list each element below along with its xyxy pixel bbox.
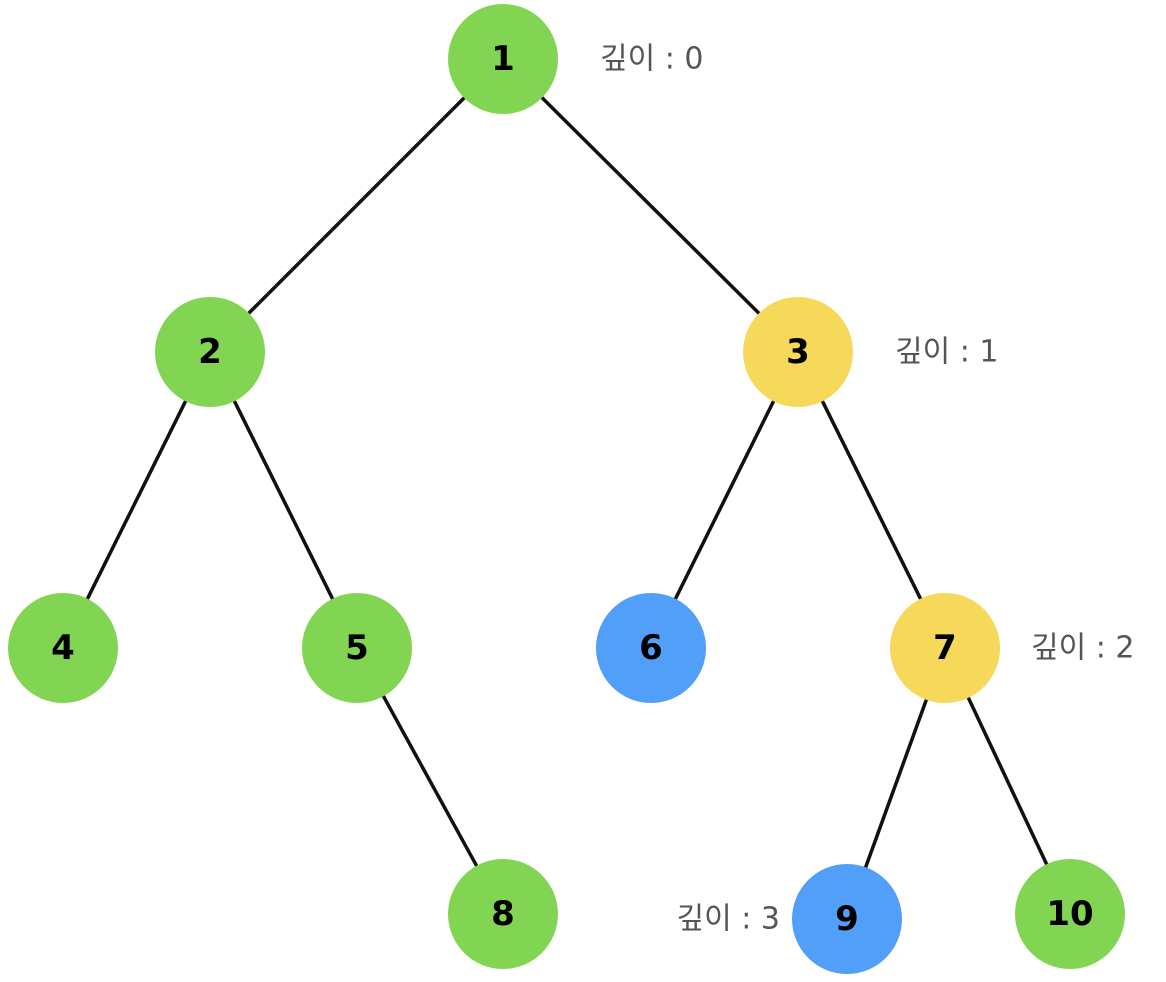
node-circle-8	[448, 859, 558, 969]
tree-node-1: 1	[448, 4, 558, 114]
tree-node-4: 4	[8, 593, 118, 703]
tree-node-8: 8	[448, 859, 558, 969]
node-circle-6	[596, 593, 706, 703]
edge-1-3	[537, 93, 764, 318]
node-circle-1	[448, 4, 558, 114]
node-circle-7	[890, 593, 1000, 703]
depth-label-3: 깊이 : 3	[677, 902, 780, 937]
edges-layer	[83, 93, 1051, 873]
node-circle-10	[1015, 859, 1125, 969]
edge-2-5	[230, 395, 337, 605]
depth-labels-layer: 깊이 : 0 깊이 : 1 깊이 : 2 깊이 : 3	[600, 42, 1134, 937]
tree-node-9: 9	[792, 864, 902, 974]
node-circle-4	[8, 593, 118, 703]
depth-label-1: 깊이 : 1	[895, 335, 998, 370]
node-circle-3	[743, 297, 853, 407]
edge-2-4	[83, 395, 190, 605]
edge-3-7	[818, 395, 925, 605]
node-label-6: 6	[639, 628, 663, 668]
node-label-10: 10	[1046, 894, 1093, 934]
node-label-8: 8	[491, 894, 515, 934]
node-label-7: 7	[933, 628, 957, 668]
edge-5-8	[379, 690, 481, 872]
node-label-9: 9	[835, 899, 859, 939]
edge-7-10	[964, 692, 1051, 870]
node-label-4: 4	[51, 628, 75, 668]
tree-node-6: 6	[596, 593, 706, 703]
tree-node-5: 5	[302, 593, 412, 703]
node-circle-9	[792, 864, 902, 974]
node-label-1: 1	[491, 39, 515, 79]
tree-node-7: 7	[890, 593, 1000, 703]
node-circle-2	[155, 297, 265, 407]
node-circle-5	[302, 593, 412, 703]
edge-3-6	[671, 395, 778, 605]
node-label-5: 5	[345, 628, 369, 668]
tree-node-2: 2	[155, 297, 265, 407]
tree-node-10: 10	[1015, 859, 1125, 969]
edge-1-2	[244, 93, 469, 318]
node-label-2: 2	[198, 332, 222, 372]
tree-node-3: 3	[743, 297, 853, 407]
depth-label-0: 깊이 : 0	[600, 42, 703, 77]
depth-label-2: 깊이 : 2	[1031, 631, 1134, 666]
edge-7-9	[862, 694, 930, 873]
node-label-3: 3	[786, 332, 810, 372]
nodes-layer: 1 2 3 4 5 6 7 8 9 10	[8, 4, 1125, 974]
